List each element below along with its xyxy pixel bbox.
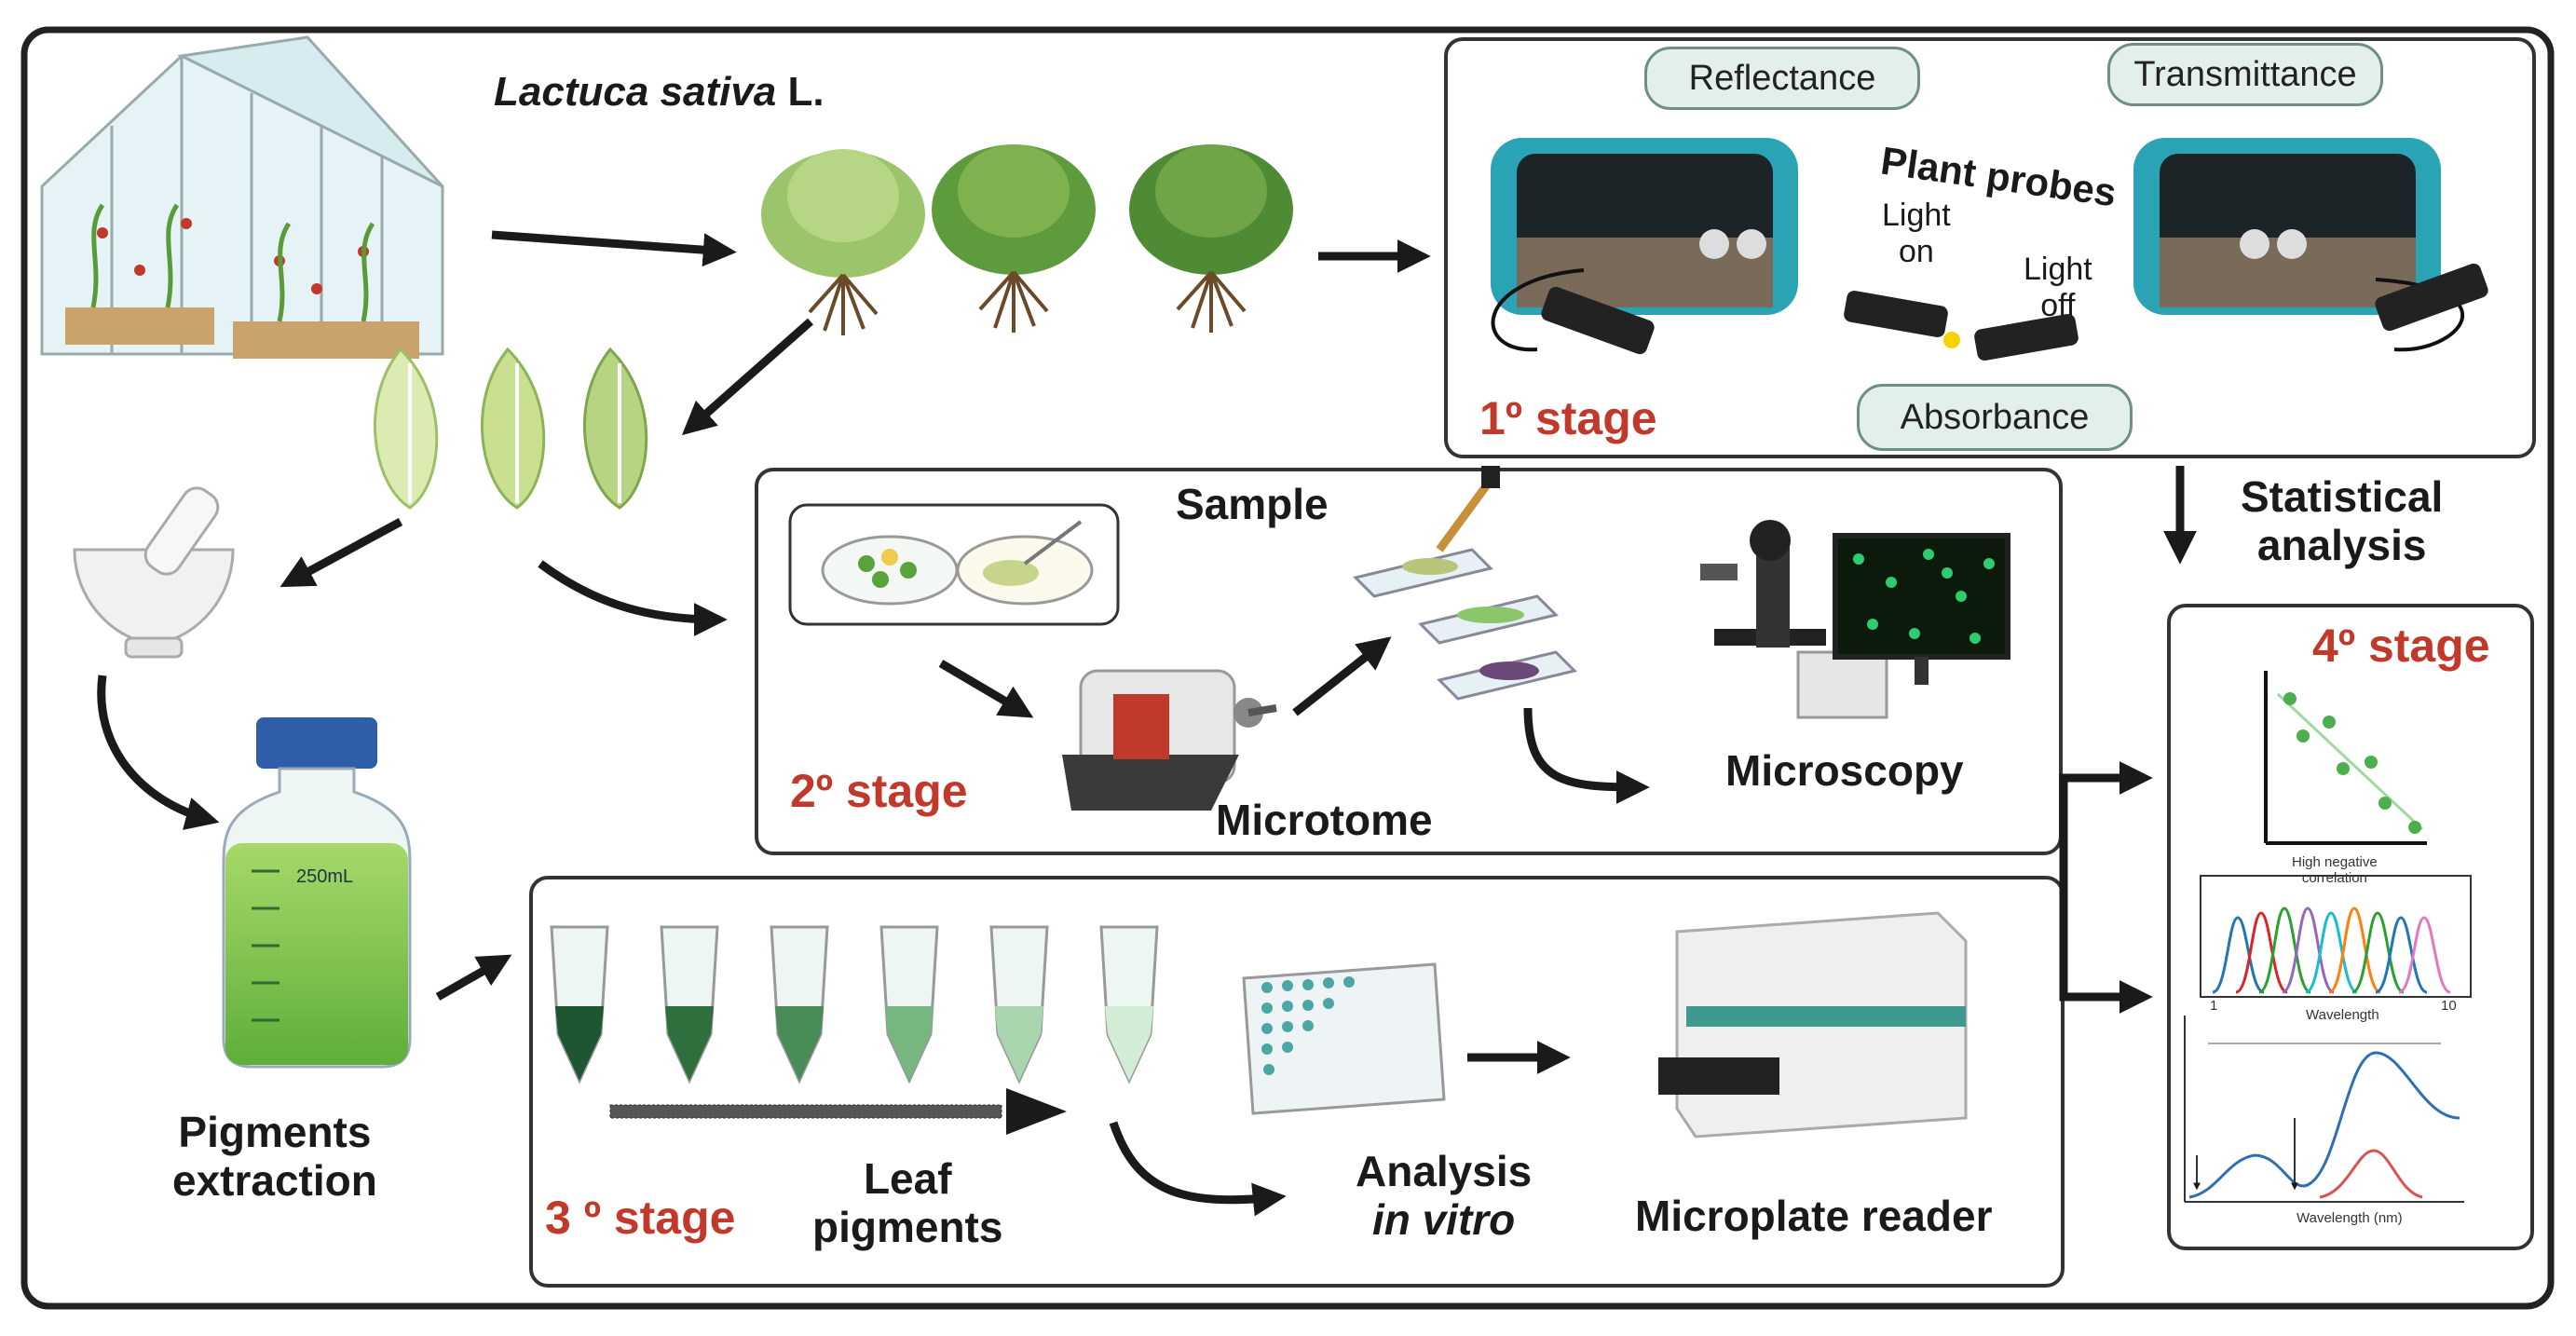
- arrow-plants-to-leaves: [681, 318, 813, 436]
- arrow-slides-to-microscopy: [1523, 707, 1650, 804]
- reflectance-label: Reflectance: [1688, 58, 1876, 98]
- stage3-box: [529, 876, 2065, 1288]
- statistical-analysis-line1: Statistical: [2241, 472, 2444, 521]
- spectrum-xlabel: Wavelength: [2306, 1007, 2379, 1023]
- spectra-plot-illustration: [2200, 875, 2472, 998]
- spectrum-tick-start: 1: [2210, 998, 2218, 1014]
- absorbance-pill: Absorbance: [1857, 384, 2133, 451]
- transmittance-label: Transmittance: [2133, 54, 2357, 94]
- stage4-box: [2167, 604, 2534, 1250]
- arrow-dishes-to-microtome: [938, 660, 1034, 718]
- correlation-caption: High negative correlation: [2292, 854, 2378, 886]
- arrow-leaves-to-mortar: [279, 518, 403, 588]
- light-on-line2: on: [1898, 234, 1934, 270]
- arrow-leaves-to-stage2: [538, 560, 728, 636]
- scatter-plot-illustration: [2264, 671, 2427, 845]
- leaf-pigments-line2: pigments: [812, 1202, 1003, 1251]
- stage4-label: 4º stage: [2312, 620, 2490, 672]
- microplate-reader-label: Microplate reader: [1635, 1192, 1993, 1240]
- leaf-pigments-line1: Leaf: [863, 1154, 952, 1203]
- leaf-pigments-label: Leaf pigments: [812, 1154, 1003, 1251]
- sample-dishes-box: [788, 503, 1120, 626]
- greenhouse-illustration: [40, 35, 444, 359]
- microscopy-label: Microscopy: [1725, 746, 1964, 795]
- plant-probes-illustration: [1844, 290, 2079, 361]
- lettuce-leaves-illustration: [374, 347, 648, 510]
- stage1-box: [1444, 37, 2536, 458]
- fluorescence-microscope-illustration: [1700, 520, 2010, 719]
- light-on-label: Light on: [1882, 198, 1951, 270]
- arrow-mortar-to-bottle: [97, 675, 220, 830]
- spectroradiometer-left-illustration: [1491, 138, 1798, 355]
- stage2-box: [755, 468, 2063, 855]
- absorbance-label: Absorbance: [1900, 397, 2090, 437]
- light-on-line1: Light: [1882, 198, 1951, 233]
- petri-dishes-illustration: [821, 520, 1094, 606]
- curve-xlabel: Wavelength (nm): [2297, 1210, 2403, 1226]
- light-off-line2: off: [2040, 288, 2076, 324]
- arrow-tubes-to-analysis: [1109, 1121, 1287, 1217]
- correlation-caption-line1: High negative: [2292, 854, 2378, 870]
- bottle-volume-label: 250mL: [296, 866, 354, 887]
- statistical-analysis-title: Statistical analysis: [2241, 472, 2444, 569]
- gradient-bar: [609, 1104, 1002, 1119]
- pigments-extraction-line2: extraction: [172, 1155, 377, 1205]
- in-vitro-line: in vitro: [1371, 1194, 1516, 1244]
- microtome-label: Microtome: [1216, 796, 1433, 844]
- stage3-label: 3 º stage: [545, 1192, 736, 1244]
- absorbance-curve-illustration: [2184, 1016, 2464, 1203]
- stage2-label: 2º stage: [790, 765, 968, 817]
- species-title: Lactuca sativa L.: [494, 69, 825, 115]
- arrow-bottle-to-stage3: [435, 954, 512, 1001]
- arrow-microtome-to-slides: [1292, 636, 1392, 716]
- light-off-label: Light off: [2024, 252, 2092, 324]
- reflectance-pill: Reflectance: [1644, 47, 1920, 110]
- microscope-slides-illustration: [1353, 466, 1577, 701]
- species-name: Lactuca sativa: [494, 69, 777, 115]
- analysis-label: Analysis in vitro: [1356, 1147, 1533, 1244]
- microtome-illustration: [1062, 669, 1277, 811]
- arrow-stage3-to-stats: [2059, 913, 2153, 1014]
- arrow-stage2-to-stats: [2059, 761, 2153, 795]
- pigments-extraction-label: Pigments extraction: [172, 1108, 377, 1205]
- statistical-analysis-line2: analysis: [2256, 520, 2427, 569]
- sample-label: Sample: [1176, 480, 1329, 528]
- gradient-arrowhead: [1006, 1088, 1067, 1135]
- tube-dilution-series-illustration: [550, 925, 1159, 1084]
- lettuce-plant-illustration: [761, 144, 1293, 335]
- correlation-caption-line2: correlation: [2301, 869, 2367, 886]
- arrow-greenhouse-to-plants: [491, 230, 737, 267]
- mortar-pestle-illustration: [73, 486, 235, 659]
- extract-bottle-illustration: [222, 717, 412, 1069]
- species-authority: L.: [787, 69, 825, 115]
- spectrum-tick-end: 10: [2441, 998, 2457, 1014]
- analysis-line1: Analysis: [1356, 1147, 1533, 1195]
- outer-frame: [20, 26, 2555, 1310]
- stage1-label: 1º stage: [1479, 392, 1657, 444]
- transmittance-pill: Transmittance: [2107, 43, 2383, 106]
- microplate-reader-illustration: [1658, 911, 1968, 1138]
- spectroradiometer-right-illustration: [2133, 138, 2488, 352]
- light-off-line1: Light: [2024, 252, 2092, 287]
- pigments-extraction-line1: Pigments: [178, 1108, 372, 1156]
- well-plate-illustration: [1242, 962, 1446, 1115]
